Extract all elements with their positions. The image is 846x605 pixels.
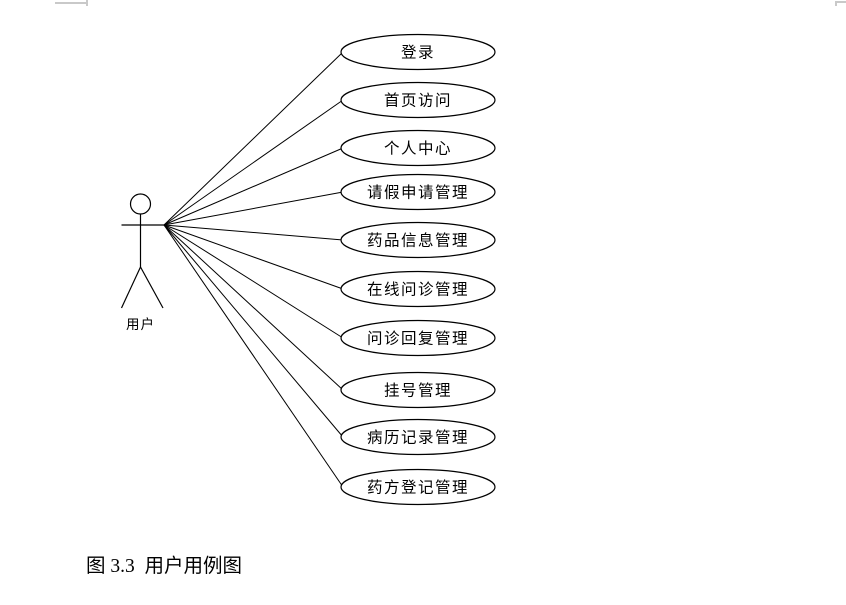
margin-mark-right-horizontal xyxy=(835,1,846,3)
usecase-label: 请假申请管理 xyxy=(367,184,469,202)
usecase-label: 挂号管理 xyxy=(384,382,452,400)
usecase-personal-center: 个人中心 xyxy=(340,129,496,167)
usecase-ellipse xyxy=(340,371,496,409)
usecase-ellipse xyxy=(340,418,496,456)
usecase-registration-management: 挂号管理 xyxy=(340,371,496,409)
association-line xyxy=(163,224,344,339)
actor-right-leg xyxy=(139,266,164,309)
actor-label: 用户 xyxy=(126,316,155,332)
usecase-ellipse xyxy=(340,468,496,506)
association-line xyxy=(163,224,344,488)
usecase-ellipse xyxy=(340,33,496,71)
usecase-label: 个人中心 xyxy=(384,140,452,158)
usecase-medical-record-management: 病历记录管理 xyxy=(340,418,496,456)
association-lines xyxy=(163,51,344,488)
usecase-label: 在线问诊管理 xyxy=(367,281,469,299)
margin-mark-left-vertical xyxy=(86,0,88,6)
usecase-online-consultation-management: 在线问诊管理 xyxy=(340,270,496,308)
association-line xyxy=(163,51,344,226)
usecase-consultation-reply-management: 问诊回复管理 xyxy=(340,319,496,357)
usecase-ellipse xyxy=(340,81,496,119)
margin-mark-left-horizontal xyxy=(55,2,88,4)
usecase-label: 登录 xyxy=(401,44,435,62)
association-line xyxy=(163,224,344,241)
association-line xyxy=(163,191,344,226)
usecase-prescription-registration-management: 药方登记管理 xyxy=(340,468,496,506)
usecase-label: 首页访问 xyxy=(384,92,452,110)
usecase-ellipse xyxy=(340,270,496,308)
usecase-homepage-access: 首页访问 xyxy=(340,81,496,119)
usecase-label: 药方登记管理 xyxy=(367,479,469,497)
association-line xyxy=(163,224,344,290)
usecase-drug-information-management: 药品信息管理 xyxy=(340,221,496,259)
usecase-ellipse xyxy=(340,221,496,259)
actor-left-leg xyxy=(120,266,142,309)
usecase-login: 登录 xyxy=(340,33,496,71)
association-line xyxy=(163,147,344,226)
association-line xyxy=(163,99,344,226)
usecase-ellipse xyxy=(340,319,496,357)
usecase-label: 病历记录管理 xyxy=(367,429,469,447)
usecase-leave-application-management: 请假申请管理 xyxy=(340,173,496,211)
usecase-label: 药品信息管理 xyxy=(367,232,469,250)
association-line xyxy=(163,224,344,391)
association-line xyxy=(163,224,344,438)
usecase-ellipse xyxy=(340,129,496,167)
usecase-label: 问诊回复管理 xyxy=(367,330,469,348)
usecase-ellipse xyxy=(340,173,496,211)
margin-mark-right-vertical xyxy=(835,1,837,6)
figure-caption: 图 3.3 用户用例图 xyxy=(86,556,243,577)
actor-head xyxy=(129,193,152,215)
actor-user: 用户 xyxy=(120,193,164,332)
